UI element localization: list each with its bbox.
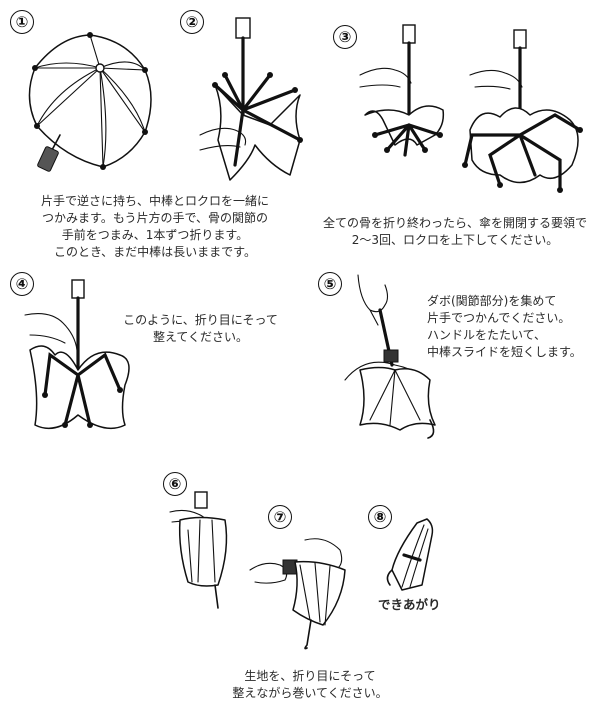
step-5-number: ⑤ [318,272,342,296]
step-1-open-umbrella-illustration [28,32,152,172]
step-8-finished-umbrella-illustration [386,518,434,591]
step-4-aligned-folds-illustration [24,279,130,430]
step-2-folding-ribs-illustration [199,17,303,181]
step-7-number: ⑦ [268,505,292,529]
step-3-caption: 全ての骨を折り終わったら、傘を開閉する要領で 2～3回、ロクロを上下してください… [322,216,587,247]
step-4-number: ④ [10,272,34,296]
step-8-number: ⑧ [368,505,392,529]
step-7-caption: 生地を、折り目にそって 整えながら巻いてください。 [232,669,388,700]
step-3-folded-ribs-right-illustration [462,29,583,193]
step-5-shorten-shaft-illustration [344,274,436,439]
step-5-caption: ダボ(関節部分)を集めて 片手でつかんでください。 ハンドルをたたいて、 中棒ス… [427,294,582,359]
step-8-caption: できあがり [378,597,441,612]
step-3-folded-ribs-left-illustration [359,24,445,157]
step-2-number: ② [180,10,204,34]
step-7-roll-fabric-illustration [249,538,346,650]
step-4-caption: このように、折り目にそって 整えてください。 [123,313,278,344]
step-6-gather-fabric-illustration [169,491,228,609]
step-1-caption: 片手で逆さに持ち、中棒とロクロを一緒に つかみます。もう片方の手で、骨の関節の … [40,194,269,259]
step-1-number: ① [10,10,34,34]
step-3-number: ③ [333,25,357,49]
step-6-number: ⑥ [163,472,187,496]
